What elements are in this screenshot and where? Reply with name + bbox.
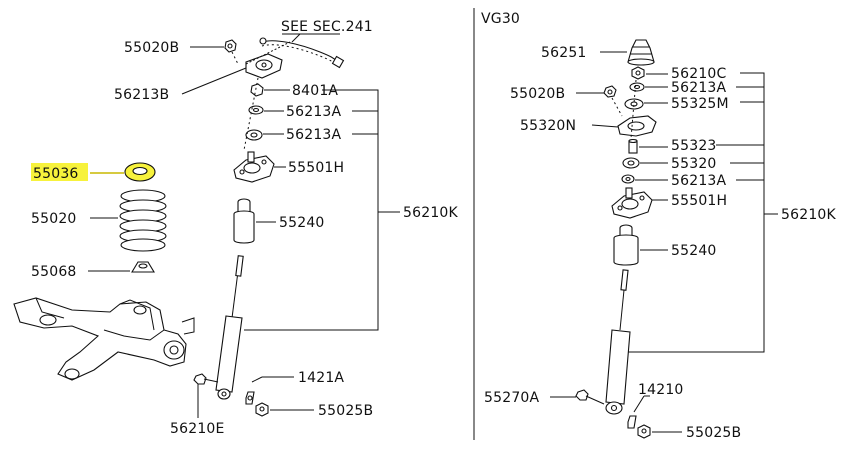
label-see-sec-241[interactable]: SEE SEC.241 [281,19,373,35]
plate-56213b [181,41,291,95]
shock-absorber-left [215,255,244,400]
label-55270a[interactable]: 55270A [484,390,540,406]
washer-1421a [245,376,294,405]
label-55320n[interactable]: 55320N [520,118,576,134]
coil-spring-55020 [90,189,167,252]
nut-55025b-right [637,424,682,439]
label-56213a-1-left[interactable]: 56213A [286,104,342,120]
label-55068[interactable]: 55068 [31,264,77,280]
label-55240-right[interactable]: 55240 [671,243,717,259]
label-1421a[interactable]: 1421A [298,370,344,386]
label-56213b[interactable]: 56213B [114,87,169,103]
bolt-56210e [193,373,219,418]
bump-stop-55240-right [613,224,668,266]
label-55323[interactable]: 55323 [671,138,717,154]
mount-55501h-left [233,151,286,183]
label-56210k-left[interactable]: 56210K [403,205,459,221]
nut-8401a [250,83,290,97]
spacer-55323 [628,138,668,154]
label-55501h-left[interactable]: 55501H [288,160,344,176]
bracket-56210k-left [244,89,400,331]
label-56213a-2-left[interactable]: 56213A [286,127,342,143]
bracket-56210k-right [628,72,778,353]
label-55320[interactable]: 55320 [671,156,717,172]
label-56213a-2-right[interactable]: 56213A [671,173,727,189]
label-55025b-left[interactable]: 55025B [318,403,373,419]
washer-56213a-2-left [245,129,284,141]
washer-55320 [622,157,668,169]
washer-56213a-2-right [621,174,668,184]
label-55325m[interactable]: 55325M [671,96,729,112]
label-8401a[interactable]: 8401A [292,83,338,99]
mount-55501h-right [611,187,668,219]
left-panel: SEE SEC.241 55020B 56213B 8401A 56213A 5… [13,19,459,437]
bump-stop-55240-left [233,198,276,244]
boot-56251 [600,39,655,66]
nut-55020b-right [576,85,623,117]
label-55036[interactable]: 55036 [33,166,79,182]
label-55240-left[interactable]: 55240 [279,215,325,231]
rubber-seat-55068 [88,261,155,273]
washer-56213a-1-left [248,105,284,115]
suspension-arm [13,297,195,381]
spring-seat-55036[interactable] [90,162,156,182]
label-vg30: VG30 [481,11,520,27]
label-55020b-left[interactable]: 55020B [124,40,179,56]
shock-absorber-right [605,269,631,415]
right-panel: VG30 56251 56210C 55020B 56213A 55325M 5… [481,11,837,441]
nut-55025b-left [255,402,314,417]
brake-hose [259,33,345,69]
mount-55320n [591,115,657,137]
label-56213a-1-right[interactable]: 56213A [671,80,727,96]
bolt-55270a [550,389,605,405]
washer-55325m [624,98,668,110]
label-14210[interactable]: 14210 [638,382,684,398]
label-56210c[interactable]: 56210C [671,66,727,82]
washer-56213a-1-right [629,82,668,92]
highlight-55036 [31,163,88,181]
label-55020b-right[interactable]: 55020B [510,86,565,102]
label-56210k-right[interactable]: 56210K [781,207,837,223]
label-55501h-right[interactable]: 55501H [671,193,727,209]
washer-14210 [627,395,650,429]
label-56251[interactable]: 56251 [541,45,587,61]
label-55020[interactable]: 55020 [31,211,77,227]
nut-55020b-left [190,39,239,65]
label-55025b-right[interactable]: 55025B [686,425,741,441]
nut-56210c [631,66,668,80]
label-56210e[interactable]: 56210E [170,421,225,437]
